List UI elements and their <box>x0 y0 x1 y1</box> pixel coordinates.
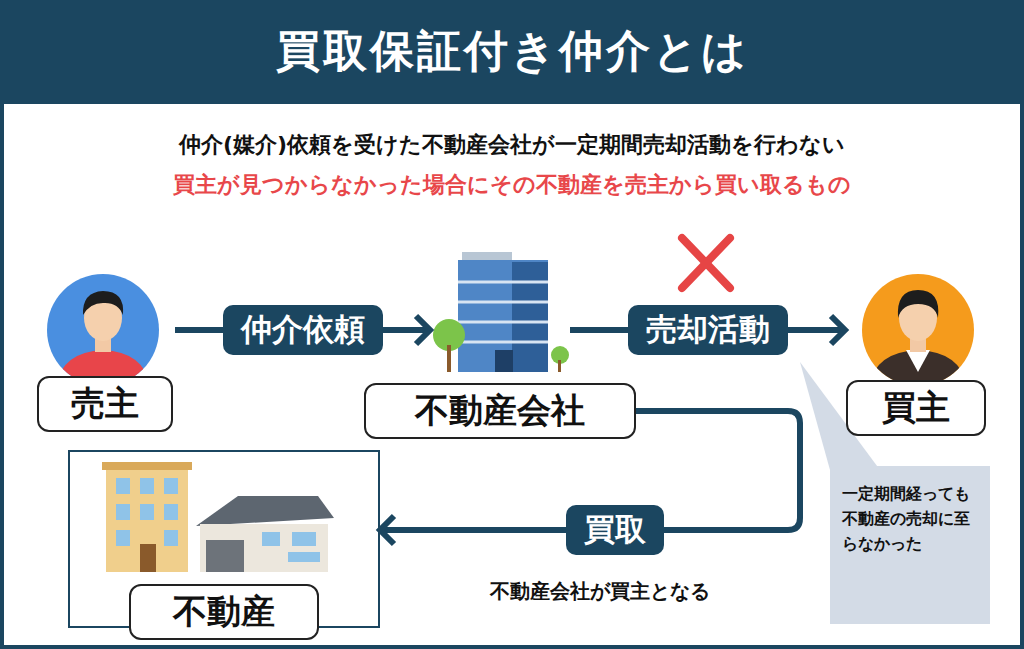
edge-label: 買取 <box>566 505 664 555</box>
description-highlight: 買主が見つからなかった場合にその不動産を売主から買い取るもの <box>0 170 1024 200</box>
party-node: 不動産会社 <box>430 240 570 439</box>
node-label: 買主 <box>846 380 986 436</box>
description: 仲介(媒介)依頼を受けた不動産会社が一定期間売却活動を行わない <box>0 130 1024 160</box>
party-node: 売主 <box>35 272 175 432</box>
property-panel: 不動産 <box>68 450 380 628</box>
node-label: 売主 <box>37 376 173 432</box>
title: 買取保証付き仲介とは <box>0 22 1024 81</box>
edge-label: 売却活動 <box>628 305 788 355</box>
party-node: 買主 <box>845 272 987 436</box>
edge-label: 仲介依頼 <box>223 305 383 355</box>
node-label: 不動産会社 <box>364 383 636 439</box>
callout-note: 一定期間経っても不動産の売却に至らなかった <box>842 482 980 556</box>
node-label: 不動産 <box>129 584 319 640</box>
note: 不動産会社が買主となる <box>440 578 760 605</box>
